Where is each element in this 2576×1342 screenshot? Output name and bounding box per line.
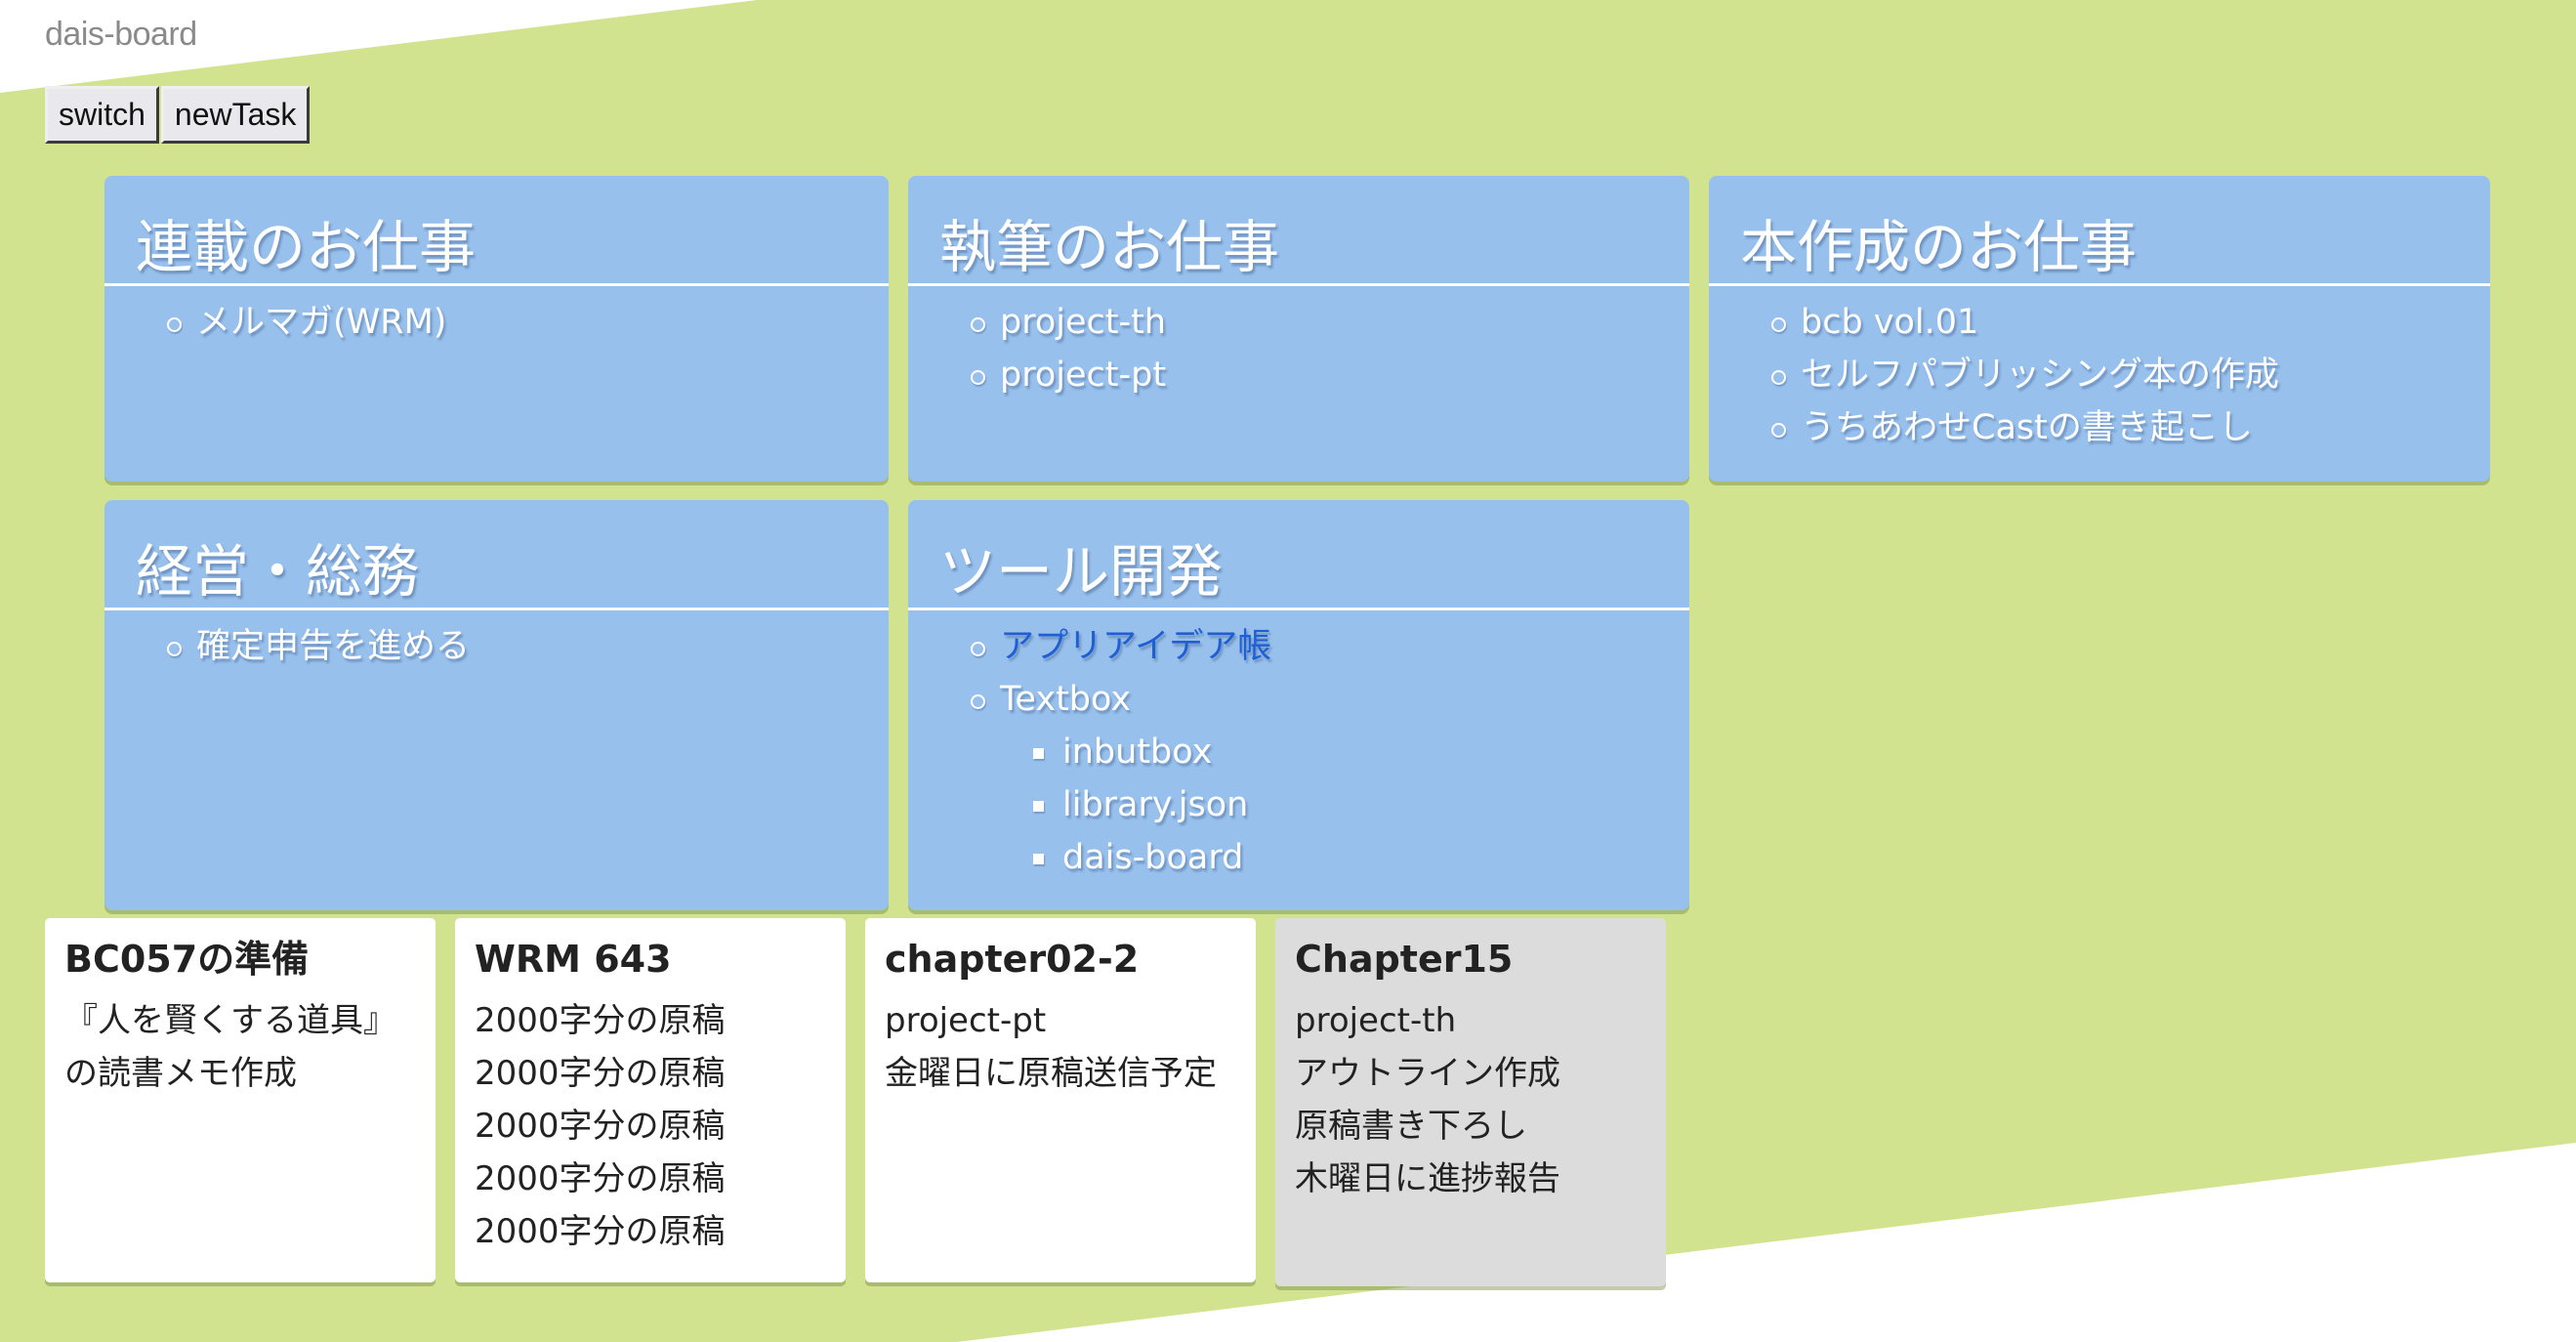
category-item[interactable]: 確定申告を進める: [167, 620, 889, 673]
task-line: 『人を賢くする道具』: [64, 1001, 396, 1040]
task-card[interactable]: WRM 643 2000字分の原稿 2000字分の原稿 2000字分の原稿 20…: [455, 918, 846, 1282]
task-line: 2000字分の原稿: [475, 1212, 726, 1251]
category-item-list: bcb vol.01 セルフパブリッシング本の作成 うちあわせCastの書き起こ…: [1709, 286, 2490, 454]
category-title: 執筆のお仕事: [908, 176, 1689, 286]
task-line: 2000字分の原稿: [475, 1054, 726, 1093]
category-card-management: 経営・総務 確定申告を進める: [104, 500, 889, 910]
task-title: BC057の準備: [64, 938, 310, 981]
task-line: 2000字分の原稿: [475, 1159, 726, 1198]
category-item[interactable]: うちあわせCastの書き起こし: [1771, 401, 2490, 454]
task-line: project-pt: [885, 1001, 1047, 1040]
app-idea-notebook-link[interactable]: アプリアイデア帳: [1000, 627, 1272, 666]
task-line: 金曜日に原稿送信予定: [885, 1054, 1217, 1093]
category-item-list: メルマガ(WRM): [104, 286, 889, 349]
category-card-book-making: 本作成のお仕事 bcb vol.01 セルフパブリッシング本の作成 うちあわせC…: [1709, 176, 2490, 482]
category-item[interactable]: project-pt: [971, 349, 1689, 401]
task-card[interactable]: chapter02-2 project-pt 金曜日に原稿送信予定: [865, 918, 1256, 1282]
category-item[interactable]: メルマガ(WRM): [167, 296, 889, 349]
category-item[interactable]: project-th: [971, 296, 1689, 349]
task-title: WRM 643: [475, 938, 672, 981]
task-line: の読書メモ作成: [64, 1054, 297, 1093]
task-title: chapter02-2: [885, 938, 1140, 981]
task-line: 原稿書き下ろし: [1295, 1107, 1527, 1146]
category-subitem[interactable]: library.json: [971, 778, 1689, 831]
app-title: dais-board: [45, 16, 197, 53]
task-line: アウトライン作成: [1295, 1054, 1560, 1093]
category-item-list: アプリアイデア帳 Textbox inbutbox library.json d…: [908, 610, 1689, 884]
category-item-list: 確定申告を進める: [104, 610, 889, 673]
task-line: 2000字分の原稿: [475, 1107, 726, 1146]
category-card-serialization: 連載のお仕事 メルマガ(WRM): [104, 176, 889, 482]
toolbar: switch newTask: [45, 86, 311, 144]
category-title: ツール開発: [908, 500, 1689, 610]
category-card-tool-development: ツール開発 アプリアイデア帳 Textbox inbutbox library.…: [908, 500, 1689, 910]
category-item[interactable]: bcb vol.01: [1771, 296, 2490, 349]
category-card-writing: 執筆のお仕事 project-th project-pt: [908, 176, 1689, 482]
task-line: 2000字分の原稿: [475, 1001, 726, 1040]
task-card-done[interactable]: Chapter15 project-th アウトライン作成 原稿書き下ろし 木曜…: [1275, 918, 1666, 1286]
switch-button[interactable]: switch: [45, 86, 159, 144]
task-line: 木曜日に進捗報告: [1295, 1159, 1560, 1198]
category-title: 経営・総務: [104, 500, 889, 610]
category-item[interactable]: Textbox: [971, 673, 1689, 726]
category-subitem[interactable]: dais-board: [971, 831, 1689, 884]
category-title: 連載のお仕事: [104, 176, 889, 286]
category-item-list: project-th project-pt: [908, 286, 1689, 401]
category-item[interactable]: セルフパブリッシング本の作成: [1771, 349, 2490, 401]
task-card[interactable]: BC057の準備 『人を賢くする道具』 の読書メモ作成: [45, 918, 436, 1282]
task-line: project-th: [1295, 1001, 1457, 1040]
category-item-link[interactable]: アプリアイデア帳: [971, 620, 1689, 673]
category-title: 本作成のお仕事: [1709, 176, 2490, 286]
new-task-button[interactable]: newTask: [160, 86, 311, 144]
category-subitem[interactable]: inbutbox: [971, 726, 1689, 778]
task-title: Chapter15: [1295, 938, 1514, 981]
